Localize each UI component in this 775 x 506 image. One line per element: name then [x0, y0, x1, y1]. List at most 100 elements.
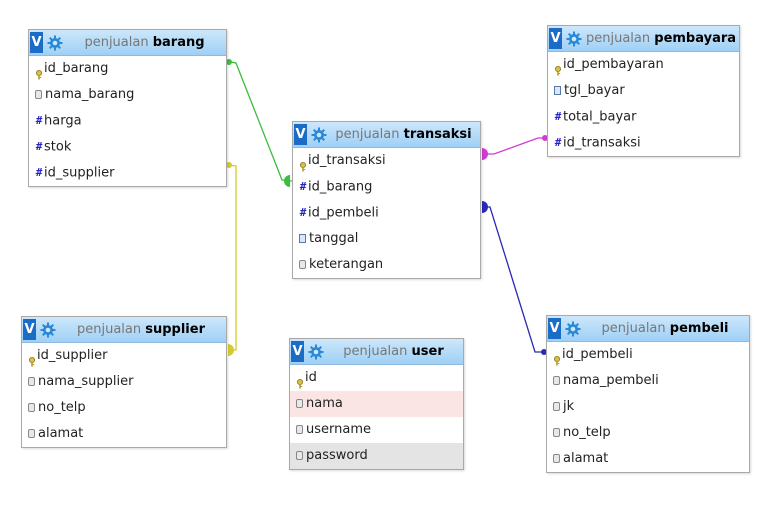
table-name: transaksi [403, 127, 472, 142]
text-field-icon [553, 428, 560, 437]
column-tanggal[interactable]: tanggal [293, 226, 480, 252]
text-field-icon [296, 399, 303, 408]
column-alamat[interactable]: alamat [547, 446, 749, 472]
column-name: id_transaksi [563, 135, 641, 151]
gear-icon[interactable] [40, 322, 56, 338]
gear-icon[interactable] [311, 127, 327, 143]
gear-icon[interactable] [308, 344, 324, 360]
key-icon [554, 60, 562, 76]
column-nama-barang[interactable]: nama_barang [29, 82, 226, 108]
column-name: id_supplier [37, 348, 108, 363]
text-field-icon [28, 403, 35, 412]
toggle-columns-button[interactable]: V [294, 124, 307, 145]
column-no-telp[interactable]: no_telp [547, 420, 749, 446]
table-title[interactable]: penjualan pembayaran [586, 30, 735, 48]
column-total-bayar[interactable]: #total_bayar [548, 104, 739, 130]
hash-icon: # [554, 110, 562, 123]
key-icon [296, 373, 304, 389]
column-name: id [305, 370, 317, 385]
column-tgl-bayar[interactable]: tgl_bayar [548, 78, 739, 104]
relation-supplier-barang [225, 162, 237, 356]
hash-icon: # [35, 166, 43, 179]
column-username[interactable]: username [290, 417, 463, 443]
column-name: alamat [38, 426, 84, 441]
column-alamat[interactable]: alamat [22, 421, 226, 447]
column-id-transaksi[interactable]: #id_transaksi [548, 130, 739, 156]
gear-icon[interactable] [47, 35, 63, 51]
table-title[interactable]: penjualan supplier [60, 321, 222, 339]
column-keterangan[interactable]: keterangan [293, 252, 480, 278]
column-id[interactable]: id [290, 365, 463, 391]
column-name: keterangan [309, 257, 384, 272]
text-field-icon [553, 402, 560, 411]
column-name: jk [563, 399, 575, 414]
column-id-barang[interactable]: id_barang [29, 56, 226, 82]
column-no-telp[interactable]: no_telp [22, 395, 226, 421]
column-name: tgl_bayar [564, 83, 625, 98]
gear-icon[interactable] [565, 321, 581, 337]
column-name: stok [44, 139, 72, 155]
column-name: id_pembayaran [563, 57, 664, 72]
table-title[interactable]: penjualan pembeli [585, 320, 745, 338]
column-id-supplier[interactable]: #id_supplier [29, 160, 226, 186]
column-harga[interactable]: #harga [29, 108, 226, 134]
column-id-transaksi[interactable]: id_transaksi [293, 148, 480, 174]
column-nama[interactable]: nama [290, 391, 463, 417]
database-name: penjualan [601, 321, 666, 336]
table-title[interactable]: penjualan transaksi [331, 126, 476, 144]
column-name: password [306, 448, 368, 463]
hash-icon: # [35, 140, 43, 153]
column-name: harga [44, 113, 82, 129]
key-icon [553, 350, 561, 366]
column-name: total_bayar [563, 109, 637, 125]
column-name: username [306, 422, 371, 437]
toggle-columns-button[interactable]: V [548, 318, 561, 339]
date-icon [299, 234, 306, 243]
relation-transaksi-pembayaran [482, 135, 548, 160]
toggle-columns-button[interactable]: V [23, 319, 36, 340]
column-id-supplier[interactable]: id_supplier [22, 343, 226, 369]
column-id-pembeli[interactable]: #id_pembeli [293, 200, 480, 226]
column-name: no_telp [38, 400, 86, 415]
text-field-icon [28, 429, 35, 438]
column-name: id_supplier [44, 165, 115, 181]
column-nama-pembeli[interactable]: nama_pembeli [547, 368, 749, 394]
table-title[interactable]: penjualan user [328, 343, 459, 361]
hash-icon: # [299, 180, 307, 193]
column-id-pembeli[interactable]: id_pembeli [547, 342, 749, 368]
toggle-columns-button[interactable]: V [30, 32, 43, 53]
key-icon [28, 351, 36, 367]
column-name: no_telp [563, 425, 611, 440]
toggle-columns-button[interactable]: V [549, 28, 562, 49]
column-name: id_transaksi [308, 153, 386, 168]
gear-icon[interactable] [566, 31, 582, 47]
column-name: id_barang [44, 61, 109, 76]
column-stok[interactable]: #stok [29, 134, 226, 160]
column-jk[interactable]: jk [547, 394, 749, 420]
database-name: penjualan [76, 322, 142, 337]
column-id-pembayaran[interactable]: id_pembayaran [548, 52, 739, 78]
text-field-icon [299, 260, 306, 269]
database-name: penjualan [586, 31, 651, 46]
column-id-barang[interactable]: #id_barang [293, 174, 480, 200]
column-password[interactable]: password [290, 443, 463, 469]
toggle-columns-button[interactable]: V [291, 341, 304, 362]
table-name: supplier [145, 322, 205, 337]
hash-icon: # [554, 136, 562, 149]
table-title[interactable]: penjualan barang [67, 34, 222, 52]
column-name: tanggal [309, 231, 359, 246]
column-nama-supplier[interactable]: nama_supplier [22, 369, 226, 395]
